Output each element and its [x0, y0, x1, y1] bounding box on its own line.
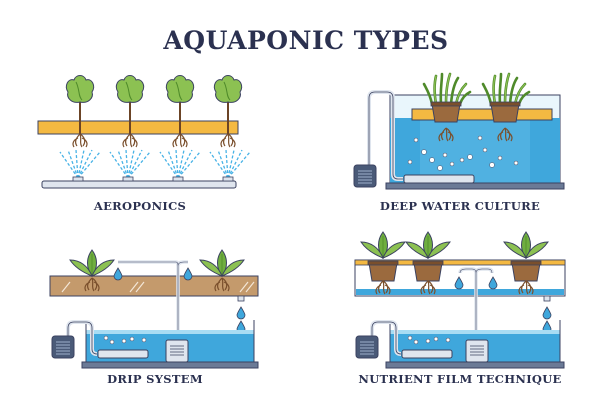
- aeroponics-illustration: [37, 75, 251, 189]
- nutrient-film-technique-illustration: [354, 231, 566, 369]
- label-nutrient-film-technique: NUTRIENT FILM TECHNIQUE: [358, 372, 562, 386]
- label-aeroponics: AEROPONICS: [93, 199, 187, 213]
- label-drip-system: DRIP SYSTEM: [107, 372, 203, 386]
- deep-water-culture-illustration: [353, 72, 565, 190]
- page-title: AQUAPONIC TYPES: [163, 26, 449, 55]
- drip-system-illustration: [49, 249, 259, 369]
- label-deep-water-culture: DEEP WATER CULTURE: [379, 199, 541, 213]
